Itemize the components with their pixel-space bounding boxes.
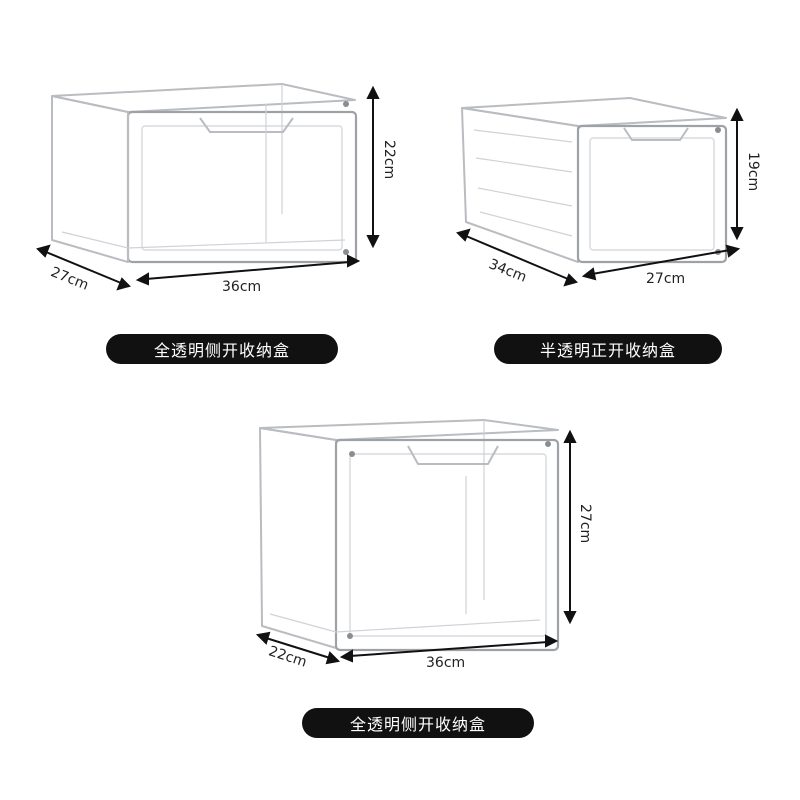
- width-arrow: [581, 244, 741, 281]
- width-label: 36cm: [222, 279, 262, 295]
- width-label: 27cm: [646, 271, 686, 287]
- storage-box-illustration: [255, 419, 577, 665]
- product-caption: 全透明侧开收纳盒: [302, 708, 534, 738]
- height-label: 19cm: [745, 152, 761, 192]
- height-arrow: [730, 107, 744, 241]
- width-label: 36cm: [426, 655, 466, 671]
- product-caption: 全透明侧开收纳盒: [106, 334, 338, 364]
- storage-box-illustration: [36, 83, 380, 291]
- depth-arrow: [255, 631, 341, 665]
- depth-arrow: [456, 228, 578, 287]
- product-side-open-box-tall: 27cm 22cm 36cm: [240, 400, 600, 700]
- product-side-open-box-small: 22cm 27cm 36cm: [0, 0, 400, 380]
- height-label: 27cm: [577, 504, 593, 544]
- product-front-open-box: 19cm 34cm 27cm: [400, 0, 800, 380]
- height-label: 22cm: [381, 140, 397, 180]
- product-caption: 半透明正开收纳盒: [494, 334, 722, 364]
- height-arrow: [366, 85, 380, 249]
- depth-arrow: [36, 244, 131, 291]
- width-arrow: [135, 254, 361, 286]
- storage-box-illustration: [456, 97, 744, 287]
- height-arrow: [563, 429, 577, 625]
- width-arrow: [339, 634, 559, 663]
